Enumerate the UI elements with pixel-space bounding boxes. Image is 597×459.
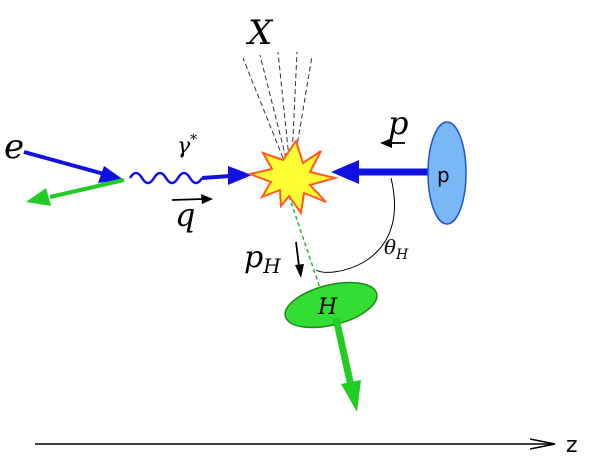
hadron-arrow bbox=[332, 317, 361, 412]
hadron-label: H bbox=[317, 295, 338, 320]
theta-label: θH bbox=[384, 235, 409, 263]
vertex-starburst-icon bbox=[246, 138, 339, 216]
hadron-momentum-label: pH bbox=[244, 240, 281, 278]
proton-ellipse-icon bbox=[427, 121, 467, 225]
proton-arrow bbox=[331, 160, 428, 184]
final-state-label: X bbox=[245, 13, 274, 53]
photon-label: γ* bbox=[177, 132, 197, 159]
z-axis-label: z bbox=[566, 433, 578, 458]
theta-arc bbox=[315, 177, 396, 273]
proton-momentum-label: p bbox=[388, 104, 408, 142]
z-axis bbox=[35, 438, 556, 450]
hadron-momentum-arrow bbox=[295, 241, 304, 278]
electron-label: e bbox=[4, 127, 24, 167]
q-vector-arrow bbox=[171, 194, 213, 204]
proton-label: p bbox=[437, 163, 450, 187]
hadron-dashed-line bbox=[288, 195, 323, 295]
photon-line bbox=[128, 166, 252, 185]
q-vector-label: q bbox=[175, 196, 195, 234]
jet-lines bbox=[242, 51, 313, 159]
proton-momentum-arrow bbox=[380, 138, 405, 148]
incoming-electron-arrow bbox=[23, 150, 124, 183]
outgoing-electron-arrow bbox=[26, 178, 125, 206]
